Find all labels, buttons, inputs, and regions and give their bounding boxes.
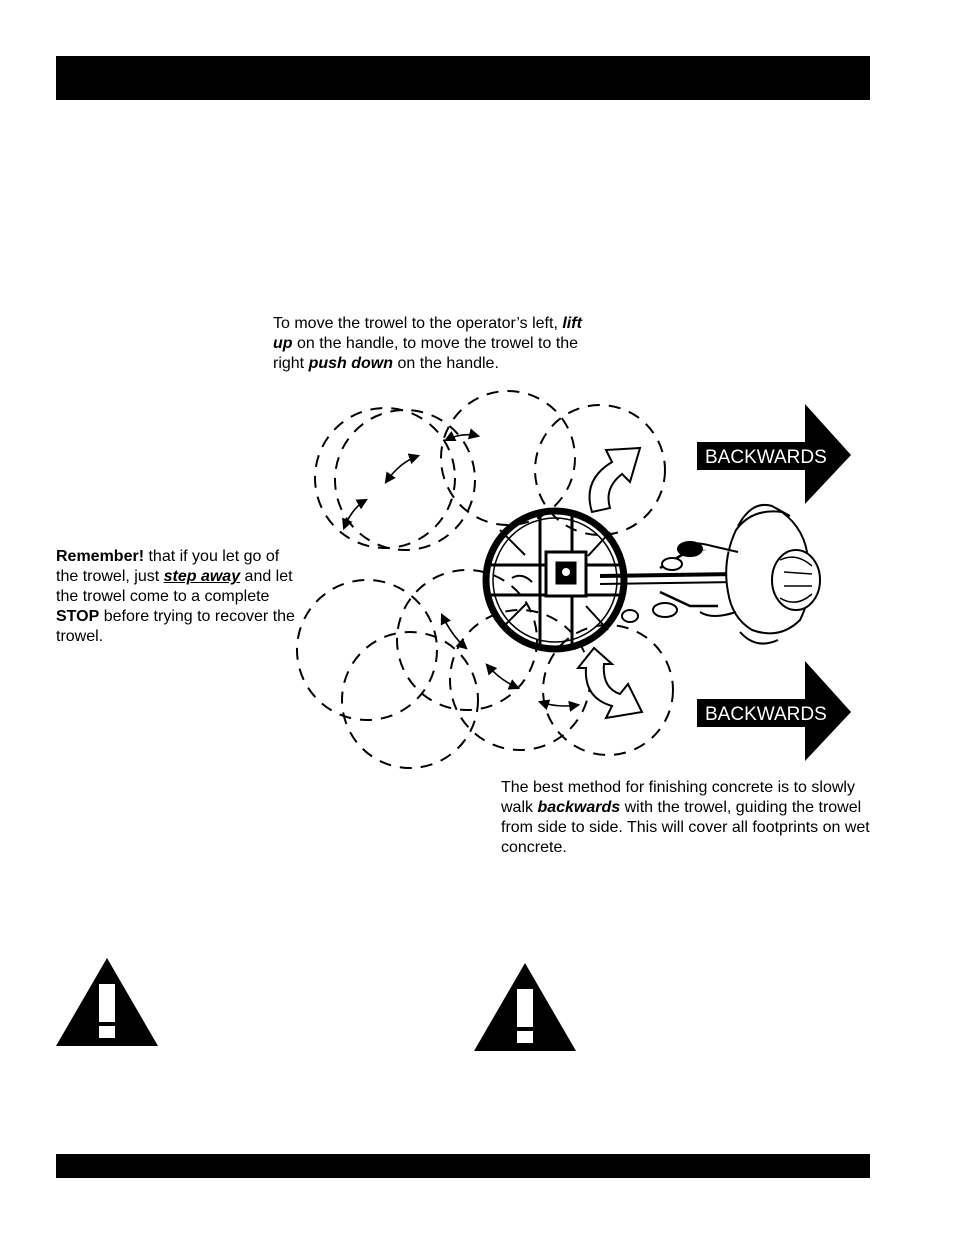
rotation-arrows: [575, 446, 644, 720]
operator-arm-lower: [699, 611, 737, 617]
sweep-circle: [341, 631, 479, 769]
header-bar: [56, 56, 870, 100]
caption-best-method: The best method for finishing concrete i…: [501, 779, 870, 856]
warning-triangle-icon: [474, 963, 576, 1051]
caption-remember: Remember! that if you let go of the trow…: [56, 548, 295, 645]
motion-arrow: [342, 498, 368, 531]
curved-arrow-upper: [588, 446, 642, 514]
motion-arrow: [384, 453, 421, 484]
operator-head: [771, 549, 821, 611]
trowel-engine-cap: [562, 568, 570, 576]
backwards-label-upper: BACKWARDS: [705, 447, 827, 468]
caption-steering: To move the trowel to the operator’s lef…: [273, 315, 582, 372]
curved-arrow-lower: [575, 646, 644, 720]
footer-bar: [56, 1154, 870, 1178]
sweep-circle: [534, 404, 666, 536]
sweep-circle: [440, 390, 576, 526]
operator-figure: [621, 504, 821, 645]
operator-hand: [677, 541, 703, 557]
motion-arrow: [485, 663, 521, 690]
trowel-ring-inner: [492, 517, 618, 643]
trowel-detail: [511, 574, 533, 583]
backwards-arrow-lower: BACKWARDS: [697, 661, 851, 761]
sweep-circle: [296, 579, 438, 721]
motion-arrow: [443, 428, 481, 442]
operator-foot: [652, 602, 678, 618]
backwards-label-lower: BACKWARDS: [705, 704, 827, 725]
motion-arrows: [342, 428, 581, 712]
motion-arrow: [537, 699, 581, 712]
trowel-ring: [482, 507, 628, 653]
motion-arrow: [440, 612, 468, 650]
sweep-circle: [334, 409, 476, 551]
backwards-arrow-upper: BACKWARDS: [697, 404, 851, 504]
trowel-blades: [499, 529, 611, 631]
operator-foot: [661, 557, 683, 571]
operator-foot: [621, 609, 639, 623]
power-trowel: [482, 507, 628, 653]
warning-triangle-icon: [56, 958, 158, 1046]
